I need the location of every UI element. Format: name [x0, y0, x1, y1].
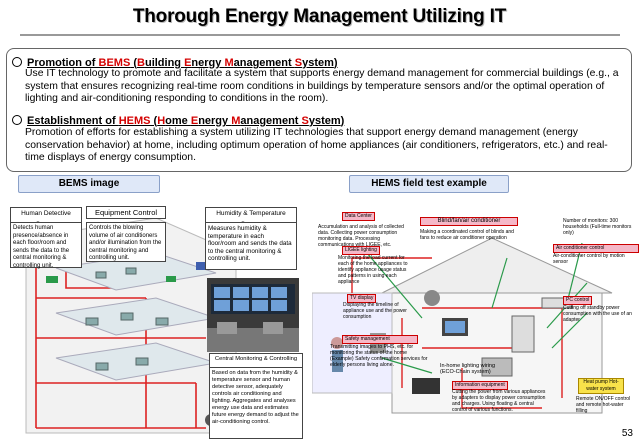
sensor-icon: [46, 276, 58, 283]
hems-image-label: HEMS field test example: [349, 175, 509, 193]
equipment-control-desc: Controls the blowing volume of air condi…: [86, 222, 166, 262]
ligee-lighting-desc: Monitoring the load current for each of …: [338, 255, 408, 285]
summary-box: Promotion of BEMS (Building Energy Manag…: [6, 48, 632, 172]
bems-word-4: ystem: [302, 57, 334, 69]
page-title: Thorough Energy Management Utilizing IT: [132, 6, 507, 27]
fan-icon: [424, 290, 440, 306]
title-divider: [20, 34, 620, 36]
hems-body: Promotion of efforts for establishing a …: [25, 127, 608, 163]
bems-letter-m: M: [224, 57, 234, 69]
hems-letter-m: M: [231, 115, 241, 127]
data-center-label: Data Center: [342, 212, 375, 221]
hems-word-4: ystem: [308, 115, 341, 127]
person-icon: [331, 337, 343, 349]
hems-letter-s: S: [301, 115, 309, 127]
bems-body: Use IT technology to promote and facilit…: [25, 68, 619, 104]
bems-letter-b: B: [137, 57, 145, 69]
hems-acronym: HEMS: [118, 115, 151, 127]
bems-heading: Promotion of BEMS (Building Energy Manag…: [12, 53, 338, 71]
safety-title: Safety management: [342, 335, 418, 344]
page-number: 53: [621, 428, 633, 439]
bems-word-1: uilding: [144, 57, 185, 69]
hems-head-prefix: Establishment of: [27, 115, 119, 127]
pc-control-desc: Cutting off standby power consumption wi…: [563, 305, 632, 323]
bems-paren-open: (: [130, 57, 138, 69]
hems-word-3: anagement: [240, 115, 302, 127]
bems-head-prefix: Promotion of: [27, 57, 99, 69]
circle-bullet-icon: [12, 115, 22, 125]
ligee-lighting-title: LIGEE lighting: [342, 246, 380, 255]
heat-pump-title: Heat pump Hot-water system: [578, 378, 624, 394]
blind-fan-ac-title: Blind/fan/air conditioner: [420, 217, 518, 226]
bems-letter-e: E: [184, 57, 192, 69]
bems-acronym: BEMS: [98, 57, 131, 69]
central-unit-desc: Based on data from the humidity & temper…: [209, 367, 303, 439]
pc-control-title: PC control: [563, 296, 593, 305]
hems-heading: Establishment of HEMS (Home Energy Manag…: [12, 111, 344, 129]
tv-display-title: TV display: [347, 294, 377, 303]
info-equipment-desc: Cutting the power from various appliance…: [452, 389, 546, 413]
heat-pump-desc: Remote ON/OFF control and remote hot-wat…: [576, 396, 631, 414]
hems-paren-close: ): [340, 115, 345, 127]
ac-control-desc: Air-conditioner control by motion sensor: [553, 253, 625, 265]
hems-word-1: ome: [165, 115, 191, 127]
info-equipment-title: Information equipment: [452, 381, 508, 390]
blind-fan-ac-desc: Making a coordinated control of blinds a…: [420, 229, 514, 241]
hems-letter-e: E: [190, 115, 199, 127]
hems-paren-open: (: [150, 115, 158, 127]
monitoring-room-photo: [207, 278, 299, 352]
tv-display-desc: Displaying the timeline of appliance use…: [343, 302, 407, 320]
lighting-wiring-label: In-home lighting wiring (ECO-Chain syste…: [440, 363, 496, 375]
circle-bullet-icon: [12, 57, 22, 67]
humidity-sensor-desc: Measures humidity & temperature in each …: [205, 222, 297, 270]
human-sensor-desc: Detects human presence/absence in each f…: [10, 222, 82, 269]
hems-word-2: nergy: [198, 115, 232, 127]
data-center-desc: Accumulation and analysis of collected d…: [318, 224, 404, 248]
ac-control-title: Air conditioner control: [553, 244, 639, 253]
hems-letter-h: H: [157, 115, 166, 127]
bems-letter-s: S: [294, 57, 303, 69]
bems-word-3: anagement: [233, 57, 295, 69]
bems-word-2: nergy: [191, 57, 225, 69]
refrigerator-icon: [511, 315, 535, 353]
bems-image-label: BEMS image: [18, 175, 160, 193]
safety-desc: Transmitting images to PHS, etc. for mon…: [330, 344, 428, 368]
equipment-control-title: Equipment Control: [86, 206, 166, 219]
households-note: Number of monitors: 300 households (Full…: [563, 218, 632, 236]
bems-paren-close: ): [333, 57, 338, 69]
